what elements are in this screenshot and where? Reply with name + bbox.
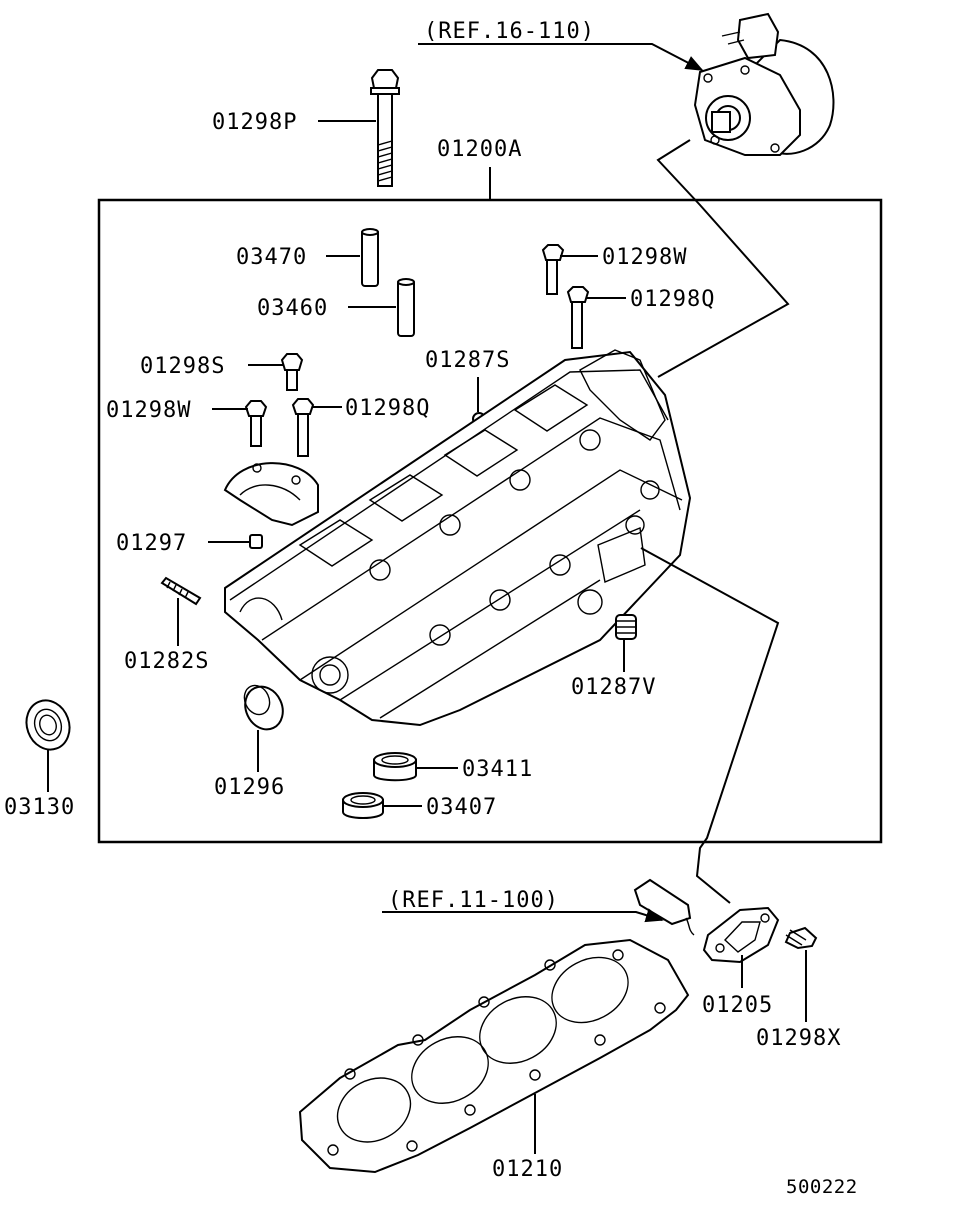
part-label-03460[interactable]: 03460 xyxy=(257,296,328,321)
long-bolt-drawing xyxy=(370,69,400,187)
cover-and-sealant-drawing xyxy=(633,878,818,964)
seals-drawing xyxy=(25,614,637,819)
vacuum-pump-drawing xyxy=(693,12,835,156)
part-label-01210[interactable]: 01210 xyxy=(492,1157,563,1182)
part-label-01205[interactable]: 01205 xyxy=(702,993,773,1018)
reference-label-top: (REF.16-110) xyxy=(424,19,595,44)
bearing-cap-drawing xyxy=(223,462,319,527)
valve-guide-drawing xyxy=(361,228,415,337)
part-label-01200A[interactable]: 01200A xyxy=(437,137,522,162)
part-label-01298S[interactable]: 01298S xyxy=(140,354,225,379)
reference-label-bottom: (REF.11-100) xyxy=(388,888,559,913)
part-label-01297[interactable]: 01297 xyxy=(116,531,187,556)
part-label-01296[interactable]: 01296 xyxy=(214,775,285,800)
part-label-01287S[interactable]: 01287S xyxy=(425,348,510,373)
part-label-01287V[interactable]: 01287V xyxy=(571,675,656,700)
diagram-code: 500222 xyxy=(786,1176,858,1198)
part-label-01298W-left[interactable]: 01298W xyxy=(106,398,191,423)
part-label-01282S[interactable]: 01282S xyxy=(124,649,209,674)
part-label-01298W-top[interactable]: 01298W xyxy=(602,245,687,270)
head-gasket-drawing xyxy=(298,938,690,1174)
part-label-03407[interactable]: 03407 xyxy=(426,795,497,820)
part-label-01298X[interactable]: 01298X xyxy=(756,1026,841,1051)
cylinder-head-drawing xyxy=(224,349,692,727)
part-label-03130[interactable]: 03130 xyxy=(4,795,75,820)
leader-lines xyxy=(47,120,807,1154)
part-label-01298Q-top[interactable]: 01298Q xyxy=(630,287,715,312)
part-label-01298Q-left[interactable]: 01298Q xyxy=(345,396,430,421)
part-label-03411[interactable]: 03411 xyxy=(462,757,533,782)
part-label-03470[interactable]: 03470 xyxy=(236,245,307,270)
part-label-01298P[interactable]: 01298P xyxy=(212,110,297,135)
